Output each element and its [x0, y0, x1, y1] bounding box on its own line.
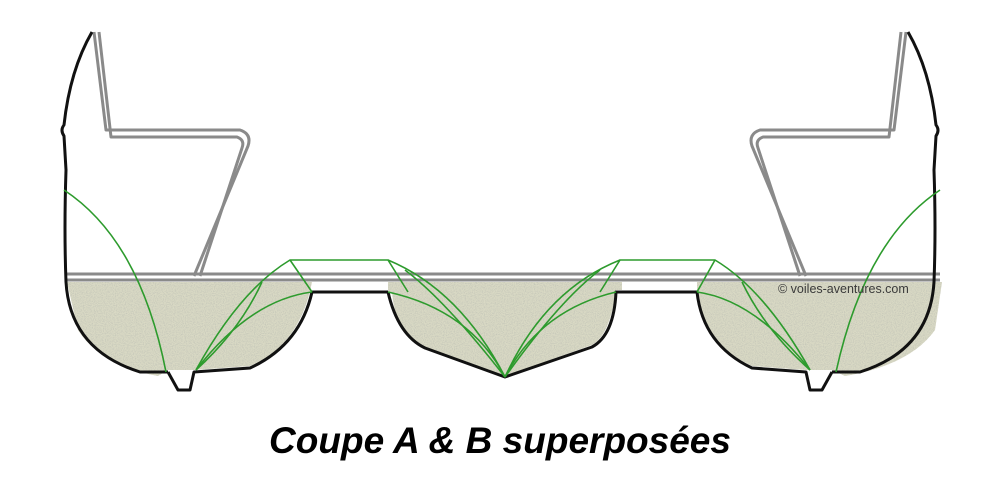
hull-outline [60, 31, 940, 392]
right-seat-structure-inner [755, 31, 903, 277]
copyright-credit: © voiles-aventures.com [778, 282, 909, 296]
interior-structure [92, 31, 908, 277]
section-line-left-c [195, 281, 263, 371]
section-line-right-b [696, 291, 811, 371]
section-line-left-d [289, 259, 313, 293]
section-line-center-a [387, 259, 506, 378]
deck-floor [66, 272, 940, 282]
section-line-right-c [741, 281, 811, 371]
foam-fill-regions [67, 282, 942, 376]
section-line-center-d [504, 291, 617, 378]
left-keel [166, 290, 388, 392]
section-line-left-outer [63, 189, 167, 373]
section-lines [63, 189, 941, 378]
right-seat-structure [749, 31, 908, 277]
section-line-center-c [504, 259, 621, 378]
section-line-left-b [195, 291, 313, 371]
left-seat-structure [92, 31, 251, 277]
center-nacelle-bottom [386, 290, 697, 379]
section-line-center-b [387, 291, 506, 378]
section-line-left-a [195, 259, 409, 371]
right-hull-topside [832, 31, 940, 374]
right-keel [695, 291, 834, 392]
left-seat-structure-inner [97, 31, 245, 277]
section-line-center-e [504, 269, 601, 378]
section-line-right-outer [835, 189, 941, 373]
diagram-caption: Coupe A & B superposées [269, 420, 731, 461]
section-line-center-f [404, 269, 506, 378]
left-hull-topside [60, 31, 168, 374]
section-line-right-d [696, 259, 716, 293]
